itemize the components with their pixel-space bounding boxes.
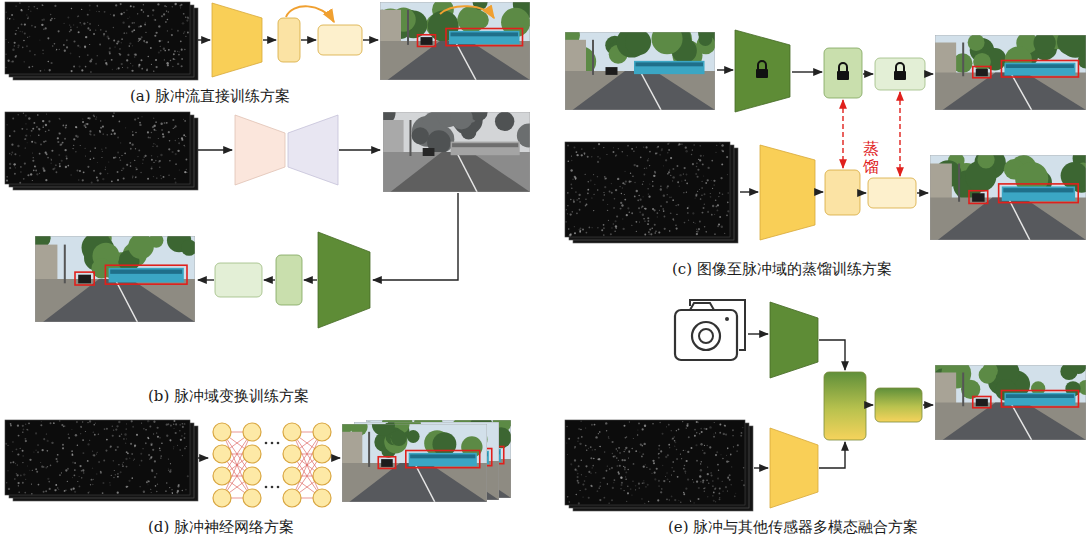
flow-arrow: [363, 39, 378, 40]
flow-arrow: [198, 279, 214, 280]
flow-arrow: [861, 192, 866, 193]
flow-arrow: [754, 467, 768, 468]
panel-caption: (d) 脉冲神经网络方案: [148, 518, 294, 536]
street-photo: [565, 32, 715, 110]
student-encoder: [760, 145, 815, 240]
spike-encoder: [770, 428, 818, 508]
lock-icon: [837, 63, 849, 80]
recurrent-arrow: [440, 6, 494, 18]
flow-arrow: [333, 457, 340, 458]
flow-arrow: [339, 149, 380, 150]
spike-stream: [565, 142, 738, 243]
flow-arrow: [198, 457, 208, 458]
head-block: [215, 263, 262, 297]
flow-arrow: [792, 71, 822, 72]
encoder-trapezoid: [212, 3, 262, 77]
flow-arrow: [263, 39, 276, 40]
flow-arrow: [740, 191, 758, 192]
image-encoder: [770, 302, 818, 378]
flow-arrow: [198, 149, 232, 150]
flow-arrow: [819, 442, 845, 468]
flow-arrow: [819, 340, 845, 370]
street-photo: [380, 2, 530, 80]
flow-arrow: [264, 279, 275, 280]
flow-arrow: [926, 73, 933, 74]
panel-caption: (a) 脉冲流直接训练方案: [130, 87, 290, 105]
lock-icon: [756, 61, 768, 78]
flow-arrow: [842, 100, 843, 168]
head-block: [318, 25, 362, 55]
flow-arrow: [373, 193, 458, 280]
teacher-head: [875, 58, 925, 90]
feature-block: [276, 255, 302, 305]
spike-stream: [5, 420, 198, 501]
flow-arrow: [198, 39, 210, 40]
flow-arrow: [867, 404, 873, 405]
panel-caption: (c) 图像至脉冲域的蒸馏训练方案: [672, 260, 892, 278]
panel-caption: (b) 脉冲域变换训练方案: [148, 387, 309, 405]
street-photo: [935, 35, 1086, 110]
flow-arrow: [301, 39, 316, 40]
street-photo: [35, 236, 195, 322]
encoder-trapezoid: [235, 115, 285, 185]
flow-arrow: [899, 92, 900, 176]
camera-icon: [675, 300, 745, 360]
street-photo: [930, 155, 1086, 240]
flow-arrow: [717, 69, 733, 70]
spike-stream: [5, 2, 198, 80]
panel-caption: (e) 脉冲与其他传感器多模态融合方案: [668, 518, 918, 536]
flow-arrow: [923, 404, 933, 405]
street-photo: [342, 424, 487, 502]
flow-arrow: [863, 73, 873, 74]
teacher-feature: [824, 48, 862, 98]
spike-stream: [5, 112, 198, 190]
flow-arrow: [304, 279, 317, 280]
feature-block: [278, 18, 300, 62]
spiking-network: [213, 423, 331, 507]
distill-label: 蒸馏: [863, 140, 879, 175]
decoder-trapezoid: [288, 115, 338, 185]
street-photo: [935, 365, 1086, 440]
teacher-encoder: [735, 30, 790, 112]
flow-arrow: [917, 192, 928, 193]
fusion-head: [875, 388, 922, 422]
recurrent-arrow: [286, 6, 334, 22]
student-feature: [825, 170, 860, 215]
encoder-trapezoid: [318, 232, 370, 328]
spike-stream: [565, 420, 753, 511]
street-photo: [383, 112, 530, 192]
student-head: [868, 178, 916, 208]
flow-arrow: [748, 333, 768, 334]
flow-arrow: [816, 191, 823, 192]
lock-icon: [894, 63, 906, 80]
fusion-block: [824, 372, 866, 440]
